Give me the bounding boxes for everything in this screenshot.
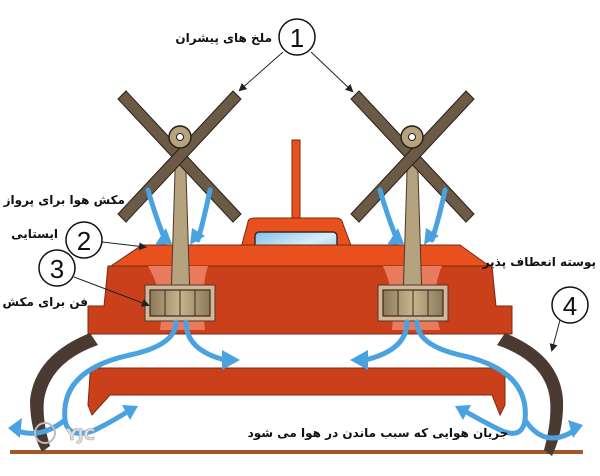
label-lift-fan: فن برای مکش — [3, 295, 88, 309]
svg-text:2: 2 — [77, 226, 91, 256]
svg-text:4: 4 — [563, 291, 577, 321]
label-air-intake-2: ایستایی — [11, 227, 58, 241]
lift-fan-left — [144, 284, 216, 322]
label-propulsion-propellers: ملخ های پیشران — [175, 31, 272, 45]
flexible-skirt-right — [497, 333, 564, 456]
watermark-logo: YJC — [34, 422, 96, 444]
svg-text:1: 1 — [290, 23, 304, 53]
svg-text:3: 3 — [50, 254, 64, 284]
label-lift-airflow: جریان هوایی که سبب ماندن در هوا می شود — [248, 426, 509, 441]
callout-1: 1 — [238, 18, 354, 93]
callout-2: 2 — [65, 221, 147, 259]
lift-fan-right — [377, 284, 449, 322]
lower-deck — [87, 367, 506, 417]
flexible-skirt-left — [30, 333, 98, 452]
callout-4: 4 — [549, 286, 589, 352]
label-flexible-skirt: پوسته انعطاف پذیر — [482, 255, 596, 270]
antenna — [291, 139, 301, 223]
hull-upper — [106, 244, 494, 269]
airflow-arrowheads — [8, 228, 583, 438]
svg-text:YJC: YJC — [65, 425, 95, 444]
label-air-intake: مکش هوا برای پرواز — [3, 193, 125, 208]
callout-3: 3 — [38, 249, 150, 307]
